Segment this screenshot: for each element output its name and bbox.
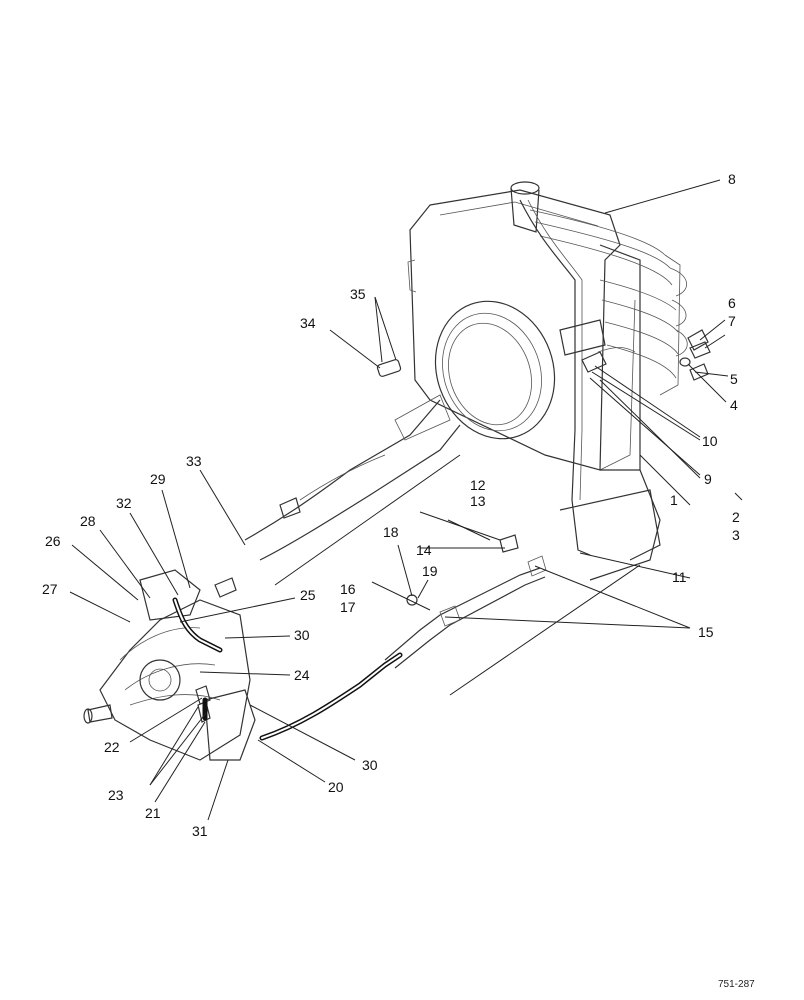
callout-27: 27 <box>42 581 58 597</box>
callout-22: 22 <box>104 739 120 755</box>
callout-23: 23 <box>108 787 124 803</box>
callout-5: 5 <box>730 371 738 387</box>
alignment-lines <box>274 454 641 696</box>
callout-2: 2 <box>732 509 740 525</box>
callout-28: 28 <box>80 513 96 529</box>
callout-35: 35 <box>350 286 366 302</box>
callout-6: 6 <box>728 295 736 311</box>
callout-31: 31 <box>192 823 208 839</box>
callout-8: 8 <box>728 171 736 187</box>
callout-10: 10 <box>702 433 718 449</box>
callout-14: 14 <box>416 542 432 558</box>
callout-19: 19 <box>422 563 438 579</box>
callout-11: 11 <box>672 569 687 585</box>
callout-32: 32 <box>116 495 132 511</box>
callout-20: 20 <box>328 779 344 795</box>
callout-4: 4 <box>730 397 738 413</box>
callout-12: 12 <box>470 477 486 493</box>
callout-29: 29 <box>150 471 166 487</box>
hoses <box>172 534 547 741</box>
callout-17: 17 <box>340 599 356 615</box>
pump-assembly <box>83 569 256 761</box>
callout-33: 33 <box>186 453 202 469</box>
callout-16: 16 <box>340 581 356 597</box>
callout-24: 24 <box>294 667 310 683</box>
leader-lines <box>69 179 743 821</box>
radiator-assembly <box>407 181 688 581</box>
callout-30-upper: 30 <box>294 627 310 643</box>
callout-26: 26 <box>45 533 61 549</box>
callout-labels: 8 6 7 5 4 10 9 1 2 3 11 15 12 13 14 18 1… <box>42 171 740 839</box>
drawing-code: 751-287 <box>718 979 755 990</box>
callout-15: 15 <box>698 624 714 640</box>
callout-9: 9 <box>704 471 712 487</box>
callout-1: 1 <box>670 492 678 508</box>
callout-34: 34 <box>300 315 316 331</box>
callout-18: 18 <box>383 524 399 540</box>
callout-30-lower: 30 <box>362 757 378 773</box>
callout-3: 3 <box>732 527 740 543</box>
callout-21: 21 <box>145 805 161 821</box>
callout-13: 13 <box>470 493 486 509</box>
air-duct <box>244 359 461 561</box>
callout-25: 25 <box>300 587 316 603</box>
callout-7: 7 <box>728 313 736 329</box>
